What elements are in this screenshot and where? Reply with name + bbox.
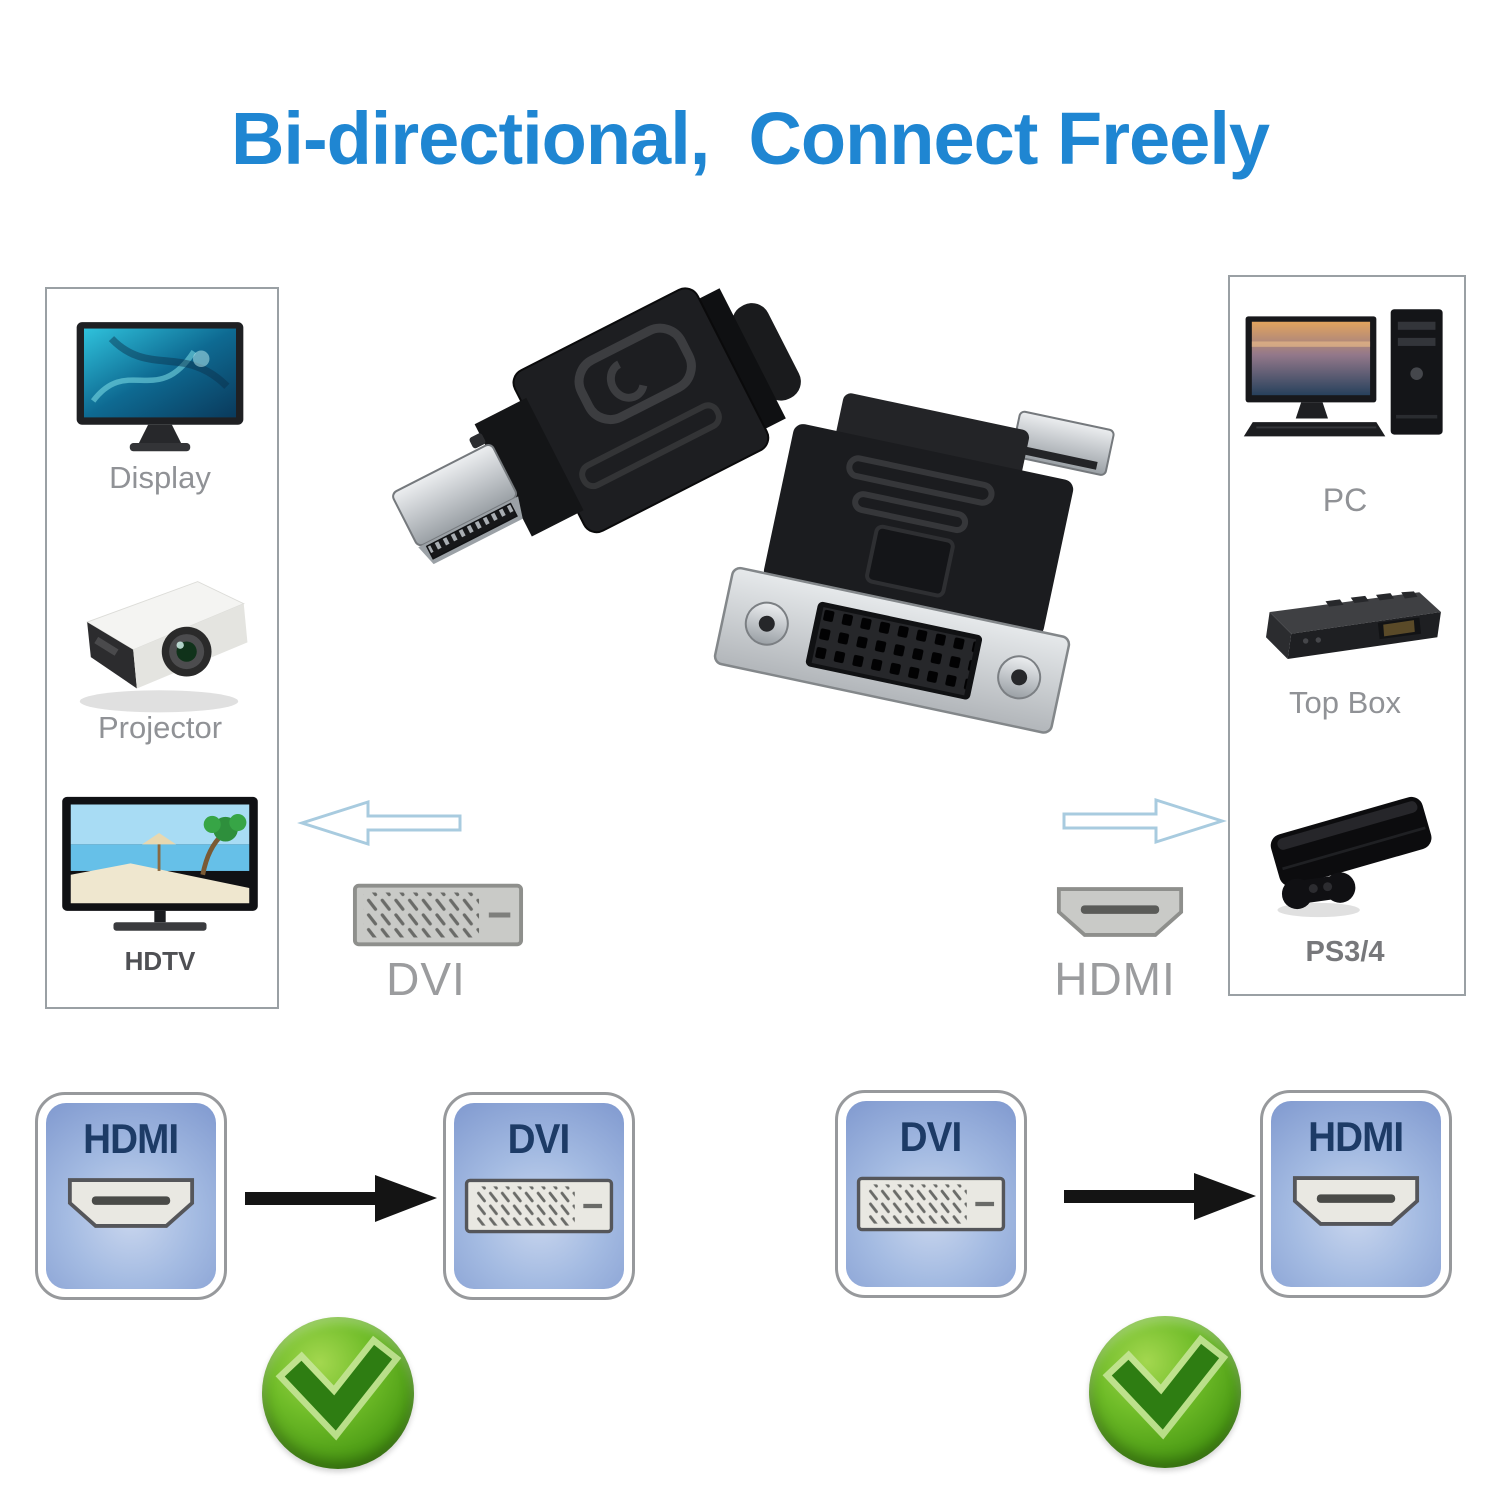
device-label-display: Display: [109, 460, 211, 495]
green-check-icon: [1089, 1316, 1241, 1468]
dvi-port-icon: [856, 1176, 1006, 1232]
game-console-image: [1270, 796, 1432, 918]
arrow-left-outline-icon: [297, 799, 462, 847]
device-label-projector: Projector: [97, 710, 223, 745]
set-top-box-image: [1265, 591, 1441, 659]
badge-label-dvi: DVI: [508, 1115, 571, 1162]
hdtv-image: [62, 796, 258, 931]
badge-label-hdmi: HDMI: [83, 1115, 179, 1162]
arrow-right-outline-icon: [1062, 797, 1227, 845]
green-check-icon: [262, 1317, 414, 1469]
dvi-connector-icon: [352, 883, 524, 947]
dvi-connector-label: DVI: [386, 953, 466, 1005]
hdmi-port-icon: [67, 1178, 195, 1228]
gamepad: [1281, 872, 1356, 910]
arrow-right-black-icon: [245, 1175, 437, 1222]
badge-label-hdmi: HDMI: [1308, 1113, 1404, 1160]
hdmi-port-icon: [1292, 1176, 1420, 1226]
device-label-top-box: Top Box: [1288, 685, 1401, 720]
hdmi-connector-icon: [1056, 887, 1184, 937]
desktop-pc-image: [1243, 309, 1443, 437]
hdmi-badge: HDMI: [1260, 1090, 1452, 1298]
device-label-pc: PC: [1322, 482, 1368, 518]
hdmi-male-to-dvi-adapter-photo: [392, 287, 801, 565]
hdmi-connector-label: HDMI: [1054, 953, 1176, 1005]
display-monitor-image: [76, 322, 244, 452]
projector-image: [79, 581, 248, 713]
page-title: Bi-directional, Connect Freely: [230, 96, 1270, 180]
device-label-hdtv: HDTV: [124, 946, 196, 976]
dvi-badge: DVI: [443, 1092, 635, 1300]
hdmi-badge: HDMI: [35, 1092, 227, 1300]
badge-label-dvi: DVI: [900, 1113, 963, 1160]
dvi-female-to-hdmi-adapter-photo: [713, 393, 1115, 734]
arrow-right-black-icon: [1064, 1173, 1256, 1220]
device-label-ps34: PS3/4: [1305, 936, 1385, 968]
dvi-badge: DVI: [835, 1090, 1027, 1298]
dvi-port-icon: [464, 1178, 614, 1234]
